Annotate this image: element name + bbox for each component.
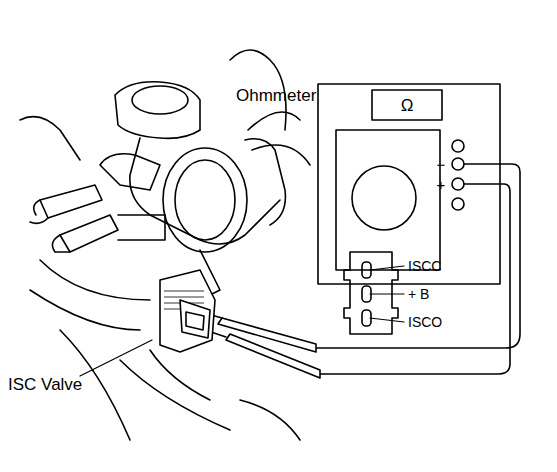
pin-name: ISCC	[408, 259, 441, 273]
display-symbol: Ω	[401, 97, 414, 114]
connector-face	[344, 252, 404, 334]
part-name: ISC Valve	[8, 376, 82, 393]
instrument-label: Ohmmeter	[236, 87, 316, 104]
pin-name: ISCO	[408, 315, 442, 329]
terminal-sign: −	[437, 157, 446, 172]
pin-name: + B	[408, 287, 429, 301]
test-lead	[204, 164, 520, 378]
leader-line	[80, 340, 152, 376]
terminal-sign: +	[437, 177, 446, 192]
